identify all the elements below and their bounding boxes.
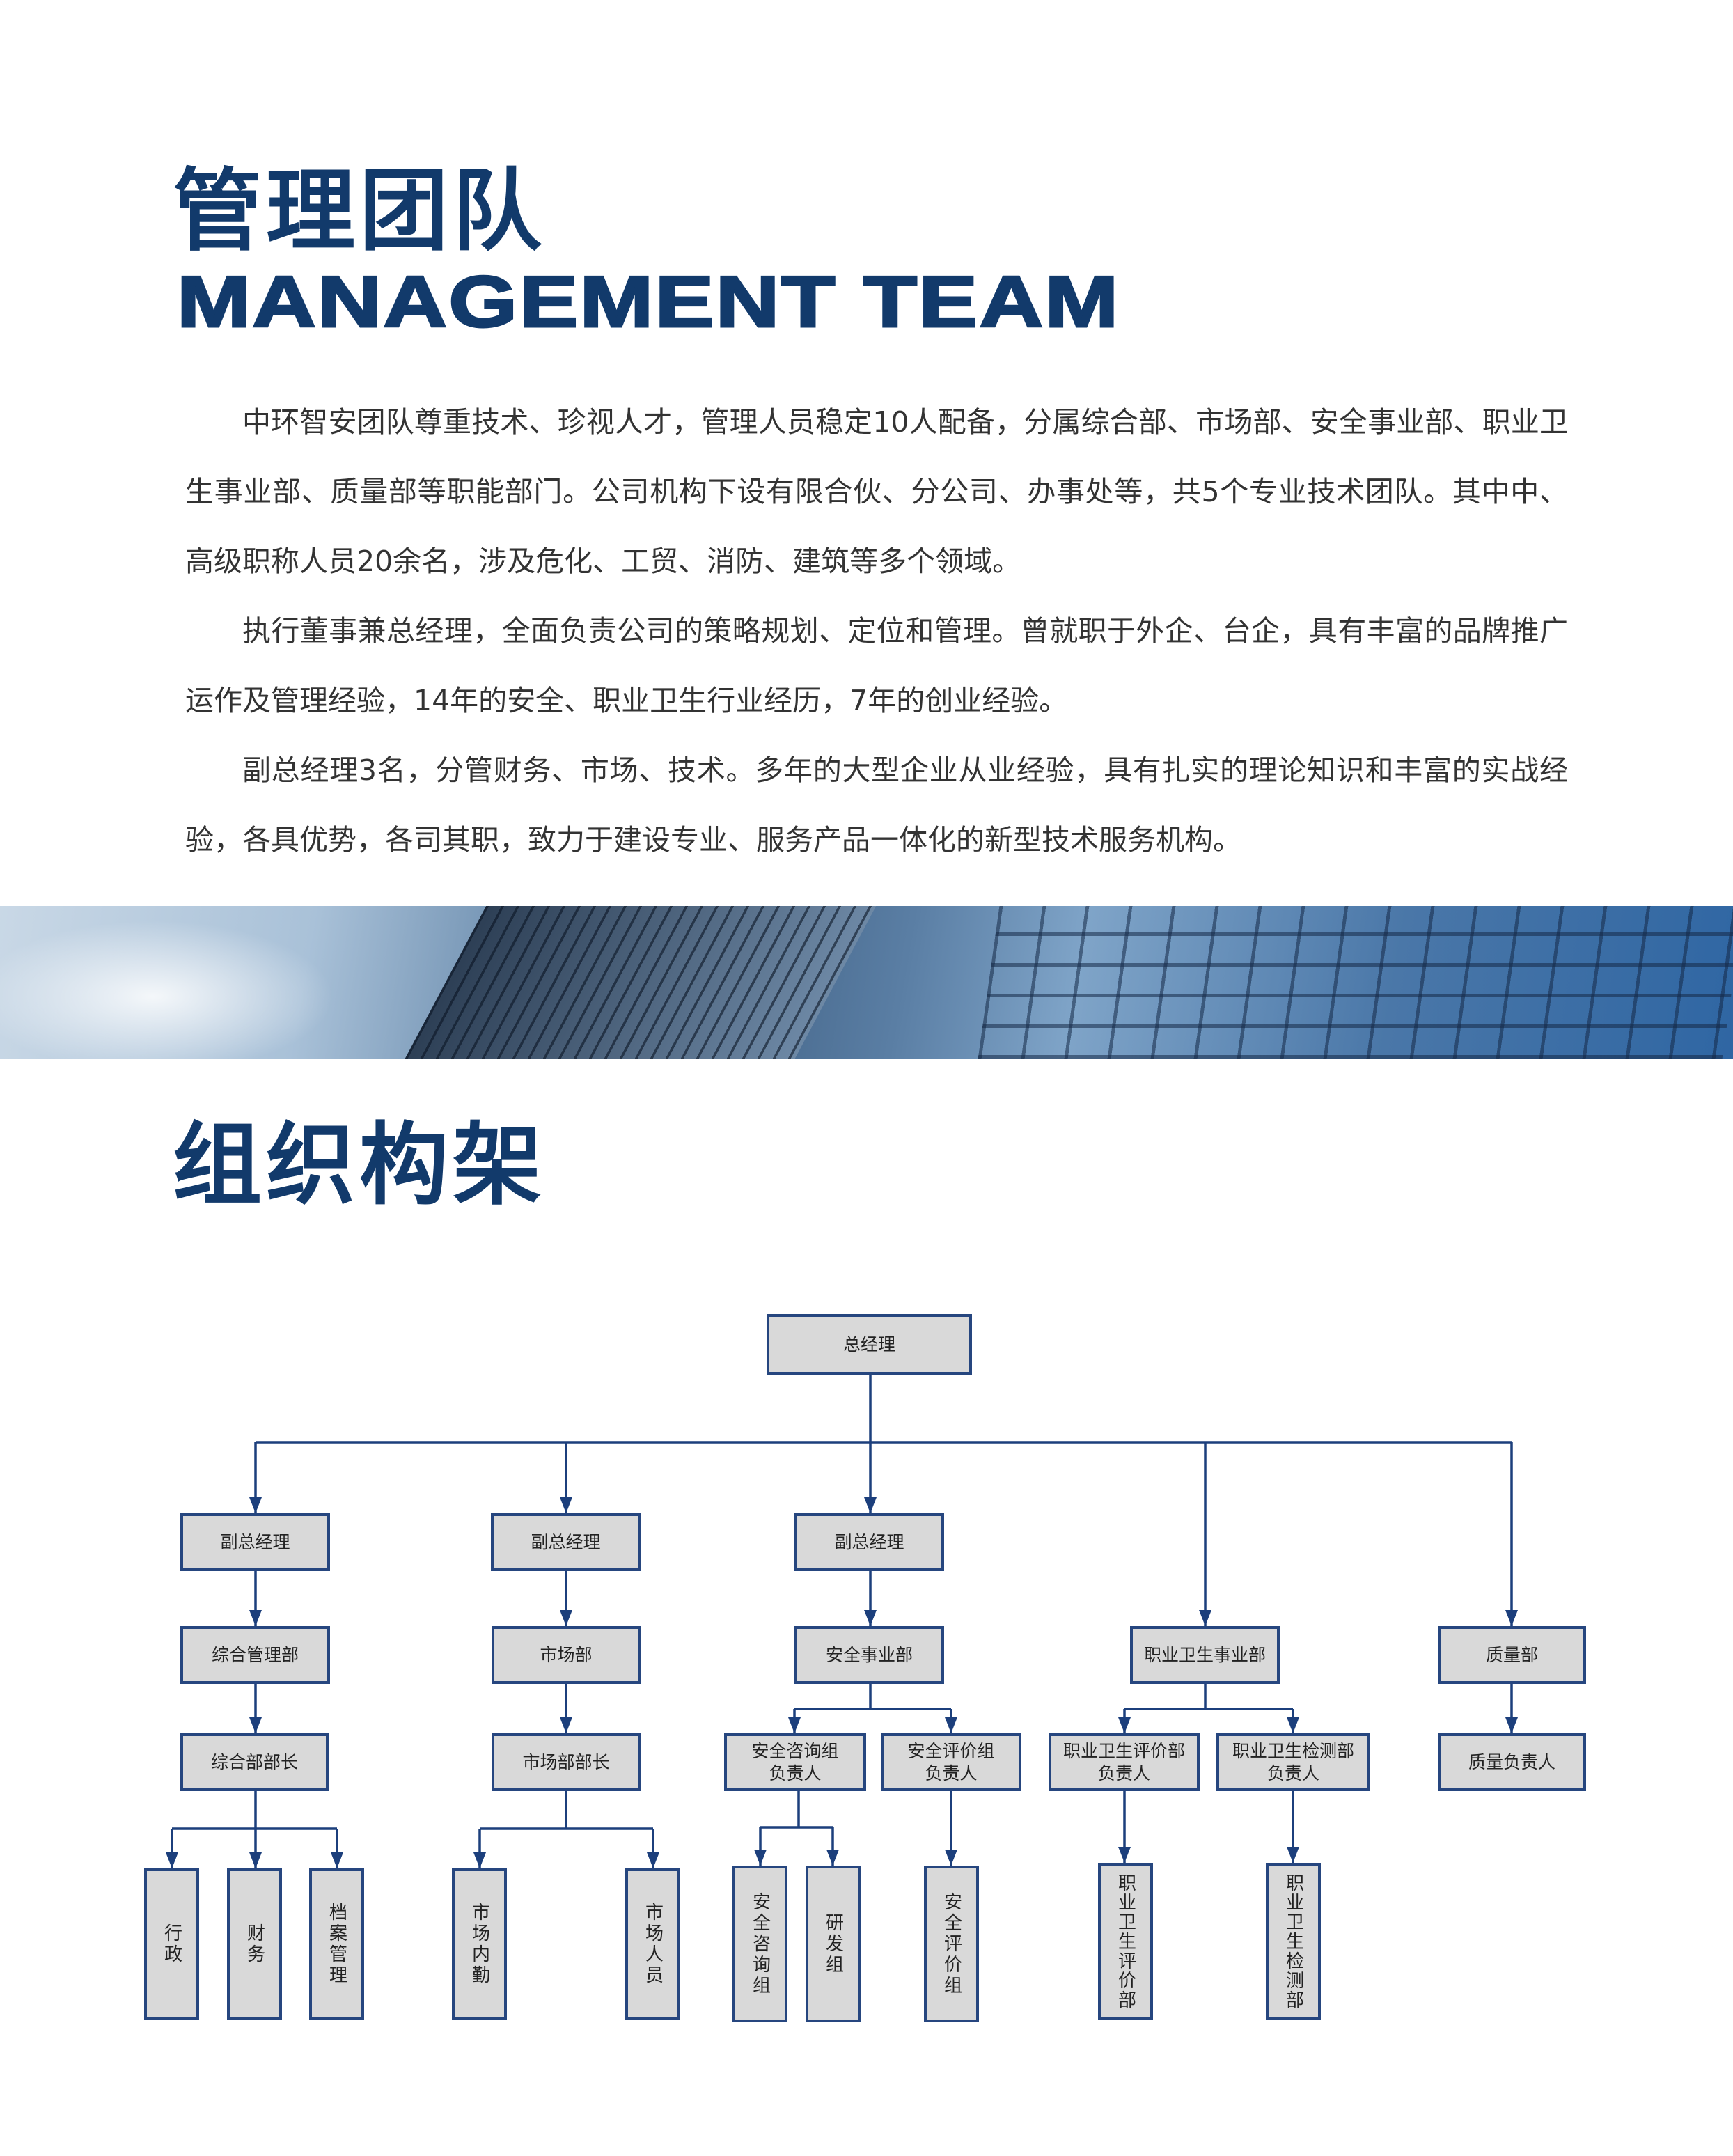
org-node-ceo: 总经理 [767,1314,972,1375]
org-node-head-occ-test: 职业卫生检测部 负责人 [1216,1733,1370,1791]
page-title-en: MANAGEMENT TEAM [175,262,1120,343]
intro-text: 中环智安团队尊重技术、珍视人才，管理人员稳定10人配备，分属综合部、市场部、安全… [185,387,1568,875]
cloud-decoration [0,920,334,1059]
org-chart-title: 组织构架 [173,1114,547,1217]
org-node-dept-market: 市场部 [492,1626,641,1684]
org-node-dept-safety: 安全事业部 [794,1626,944,1684]
org-leaf-market-staff: 市场人员 [625,1868,680,2020]
org-leaf-finance: 财务 [227,1868,282,2020]
org-node-dept-admin: 综合管理部 [180,1626,330,1684]
org-node-head-market: 市场部部长 [492,1733,641,1791]
org-leaf-admin: 行政 [144,1868,199,2020]
org-node-vp-admin: 副总经理 [180,1513,330,1571]
intro-paragraph: 副总经理3名，分管财务、市场、技术。多年的大型企业从业经验，具有扎实的理论知识和… [185,753,1568,857]
org-leaf-eval: 安全评价组 [924,1866,979,2022]
org-node-dept-quality: 质量部 [1438,1626,1586,1684]
org-leaf-archive: 档案管理 [309,1868,364,2020]
building-banner-image [0,906,1733,1059]
org-node-head-quality: 质量负责人 [1438,1733,1586,1791]
intro-paragraph: 中环智安团队尊重技术、珍视人才，管理人员稳定10人配备，分属综合部、市场部、安全… [185,405,1568,578]
page-title-cn: 管理团队 [173,159,547,263]
org-node-head-occ-eval: 职业卫生评价部 负责人 [1049,1733,1200,1791]
org-node-head-eval: 安全评价组 负责人 [881,1733,1021,1791]
org-node-vp-safety: 副总经理 [794,1513,944,1571]
intro-paragraph: 执行董事兼总经理，全面负责公司的策略规划、定位和管理。曾就职于外企、台企，具有丰… [185,614,1568,717]
org-leaf-occ-eval: 职业卫生评价部 [1098,1863,1153,2020]
org-leaf-occ-test: 职业卫生检测部 [1266,1863,1321,2020]
org-leaf-market-office: 市场内勤 [452,1868,507,2020]
org-leaf-consult: 安全咨询组 [732,1866,787,2022]
org-node-vp-market: 副总经理 [491,1513,641,1571]
org-node-dept-occupational: 职业卫生事业部 [1130,1626,1280,1684]
org-leaf-rd: 研发组 [806,1866,861,2022]
org-node-head-admin: 综合部部长 [180,1733,329,1791]
org-node-head-consult: 安全咨询组 负责人 [724,1733,866,1791]
